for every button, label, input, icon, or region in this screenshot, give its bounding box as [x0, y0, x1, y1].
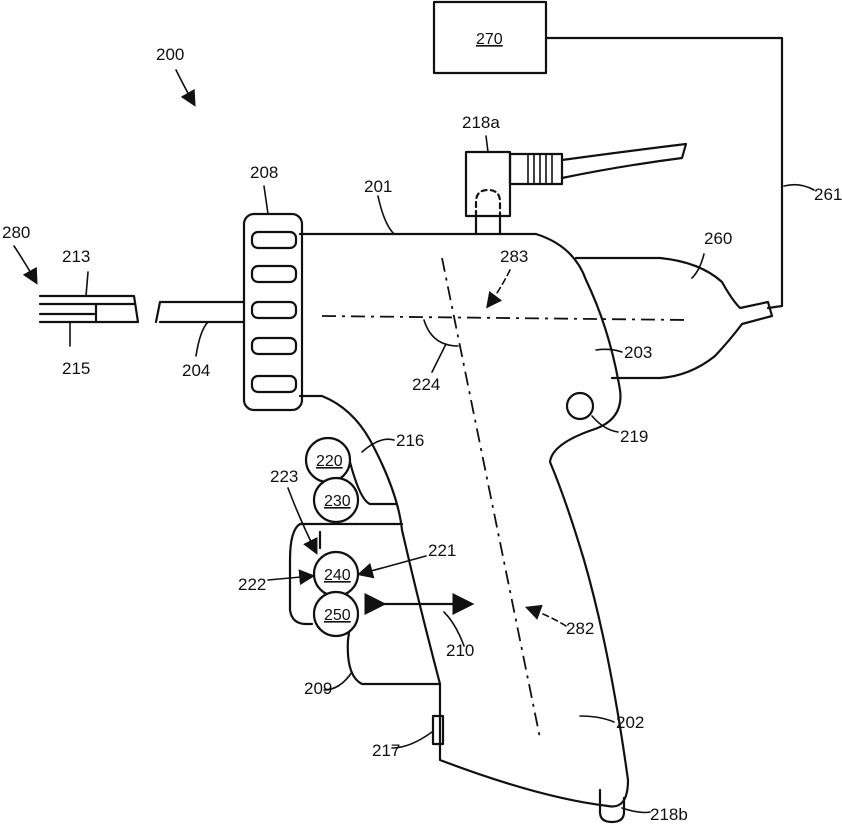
plug-stem	[476, 216, 500, 234]
axis-283	[322, 316, 688, 320]
label-218a: 218a	[462, 113, 500, 132]
label-230: 230	[324, 493, 351, 510]
label-222: 222	[238, 575, 266, 594]
label-220: 220	[316, 453, 343, 470]
label-218b: 218b	[650, 805, 688, 824]
label-201: 201	[364, 177, 392, 196]
label-223: 223	[270, 467, 298, 486]
tip-280	[40, 296, 138, 322]
axis-283-arrow	[488, 270, 510, 306]
label-209: 209	[304, 679, 332, 698]
arrow-221	[360, 556, 426, 574]
fig-arrow	[176, 70, 194, 104]
label-250: 250	[324, 607, 351, 624]
leader-lines	[70, 136, 814, 813]
label-221: 221	[428, 541, 456, 560]
tip-arrow	[14, 246, 36, 282]
label-200: 200	[156, 45, 184, 64]
axis-282-arrow	[528, 608, 566, 626]
button-217	[433, 716, 443, 744]
label-215: 215	[62, 359, 90, 378]
label-213: 213	[62, 247, 90, 266]
label-217: 217	[372, 741, 400, 760]
label-208: 208	[250, 163, 278, 182]
knob-slots	[252, 232, 296, 392]
housing-201	[300, 234, 628, 806]
label-260: 260	[704, 229, 732, 248]
label-203: 203	[624, 343, 652, 362]
label-210: 210	[446, 641, 474, 660]
label-280: 280	[2, 223, 30, 242]
label-282: 282	[566, 619, 594, 638]
shaft-204	[156, 302, 244, 322]
angle-arc	[424, 320, 458, 346]
cable	[562, 144, 686, 178]
axis-282	[442, 258, 540, 738]
label-270: 270	[476, 31, 503, 48]
label-202: 202	[616, 713, 644, 732]
connector-218a	[466, 152, 510, 216]
label-219: 219	[620, 427, 648, 446]
button-219	[567, 393, 593, 419]
label-224: 224	[412, 375, 440, 394]
label-261: 261	[814, 185, 842, 204]
label-283: 283	[500, 247, 528, 266]
label-240: 240	[324, 567, 351, 584]
connector-ridges	[528, 154, 552, 184]
connector-218a-neck	[510, 154, 562, 184]
reservoir-260	[576, 258, 772, 378]
label-216: 216	[396, 431, 424, 450]
label-204: 204	[182, 361, 210, 380]
plug-dashed	[476, 190, 500, 216]
